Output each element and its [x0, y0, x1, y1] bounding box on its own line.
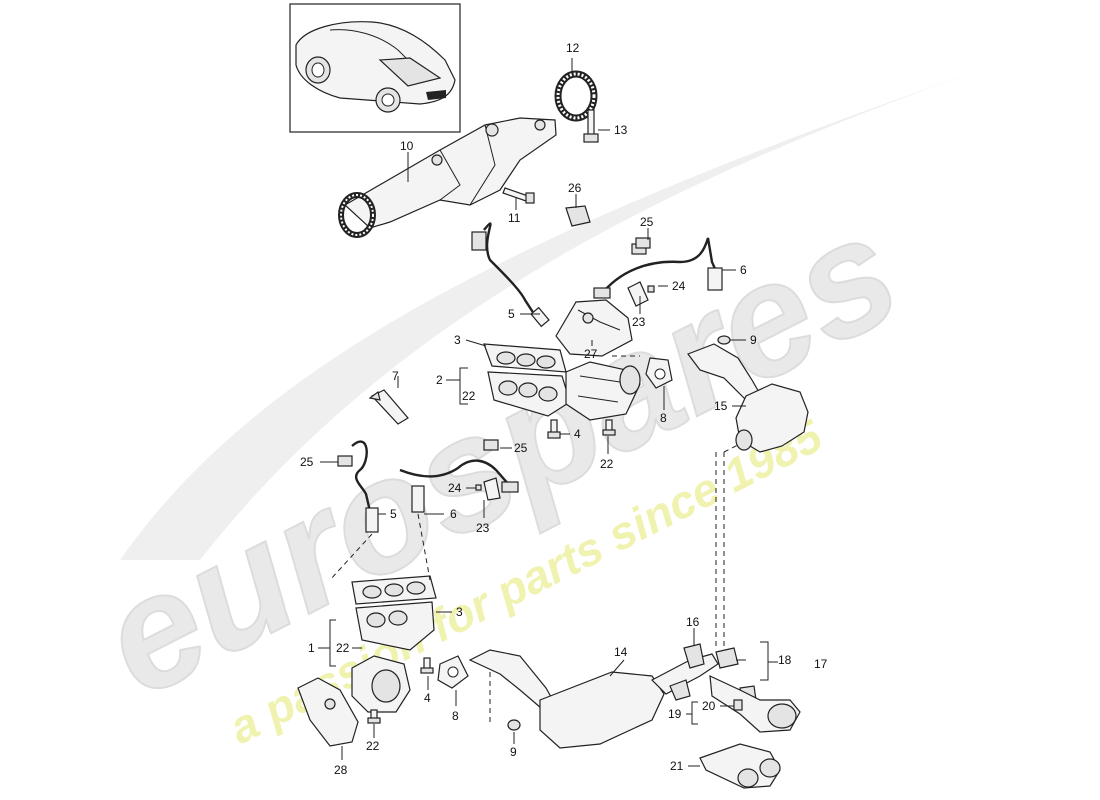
heat-shield-28 — [297, 677, 359, 747]
sensor-26 — [565, 205, 591, 227]
callout-25: 25 — [514, 441, 528, 455]
callout-8: 8 — [660, 411, 667, 425]
callout-23: 23 — [632, 315, 646, 329]
callout-9: 9 — [510, 745, 517, 759]
callout-2: 2 — [436, 373, 443, 387]
callout-25: 25 — [300, 455, 314, 469]
callout-17: 17 — [814, 657, 828, 671]
callout-15: 15 — [714, 399, 728, 413]
mounting-bracket-10 — [338, 117, 557, 238]
bracket-23-24-upper — [627, 281, 655, 307]
tailpipe-tips-21 — [699, 743, 781, 789]
callout-12: 12 — [566, 41, 580, 55]
bolt-22-upper — [602, 419, 616, 436]
bolt-11 — [502, 187, 535, 204]
bolt-22-lower — [367, 709, 381, 724]
tailpipe-19 — [709, 675, 801, 733]
callout-3: 3 — [456, 605, 463, 619]
front-muffler-14 — [468, 649, 719, 749]
callout-19: 19 — [668, 707, 682, 721]
clip-25-left — [337, 455, 353, 467]
nut-9-lower — [507, 719, 521, 731]
rear-muffler-15 — [687, 343, 809, 453]
flange-8-lower — [437, 655, 469, 689]
callout-26: 26 — [568, 181, 582, 195]
heat-shield-27 — [555, 299, 633, 357]
callout-20: 20 — [702, 699, 716, 713]
callout-8: 8 — [452, 709, 459, 723]
oxygen-sensor-6-lower — [399, 459, 519, 513]
bolt-4-upper — [547, 419, 561, 439]
clamp-16 — [669, 643, 705, 701]
bolt-4-lower — [420, 657, 434, 674]
callout-22: 22 — [462, 389, 476, 403]
callout-9: 9 — [750, 333, 757, 347]
callout-6: 6 — [450, 507, 457, 521]
callout-24: 24 — [672, 279, 686, 293]
nut-9-upper — [717, 335, 731, 345]
callout-11: 11 — [508, 211, 521, 225]
exhaust-manifold-2 — [483, 343, 641, 421]
flange-8-upper — [645, 357, 673, 389]
clip-25-upper — [635, 237, 651, 249]
callout-7: 7 — [392, 369, 399, 383]
leader-lines — [318, 58, 778, 767]
callout-27: 27 — [584, 347, 598, 361]
assembly-guide-lines — [329, 355, 741, 724]
watermark: eurospares a passion for parts since 198… — [73, 70, 980, 754]
callout-16: 16 — [686, 615, 700, 629]
callout-4: 4 — [574, 427, 581, 441]
oxygen-sensor-5-lower — [351, 440, 379, 533]
callout-5: 5 — [390, 507, 397, 521]
callout-22: 22 — [366, 739, 380, 753]
callout-3: 3 — [454, 333, 461, 347]
callout-24: 24 — [448, 481, 462, 495]
callout-6: 6 — [740, 263, 747, 277]
car-thumbnail-icon — [289, 3, 461, 133]
callout-18: 18 — [778, 653, 792, 667]
sealant-tube-7 — [368, 389, 409, 425]
callout-10: 10 — [400, 139, 414, 153]
oxygen-sensor-5-upper — [471, 222, 550, 328]
callout-labels: 12 13 10 11 26 25 6 24 5 23 3 27 9 7 2 2… — [300, 41, 828, 777]
watermark-swoosh — [120, 70, 980, 560]
clamp-ring-12 — [554, 70, 598, 122]
callout-4: 4 — [424, 691, 431, 705]
callout-5: 5 — [508, 307, 515, 321]
callout-1: 1 — [308, 641, 315, 655]
exhaust-manifold-1 — [351, 575, 437, 713]
bolt-13 — [583, 109, 599, 143]
callout-13: 13 — [614, 123, 628, 137]
callout-21: 21 — [670, 759, 684, 773]
callout-25: 25 — [640, 215, 654, 229]
callout-14: 14 — [614, 645, 628, 659]
clip-25-middle — [483, 439, 499, 451]
callout-22: 22 — [600, 457, 614, 471]
callout-28: 28 — [334, 763, 348, 777]
callout-23: 23 — [476, 521, 490, 535]
callout-22: 22 — [336, 641, 350, 655]
